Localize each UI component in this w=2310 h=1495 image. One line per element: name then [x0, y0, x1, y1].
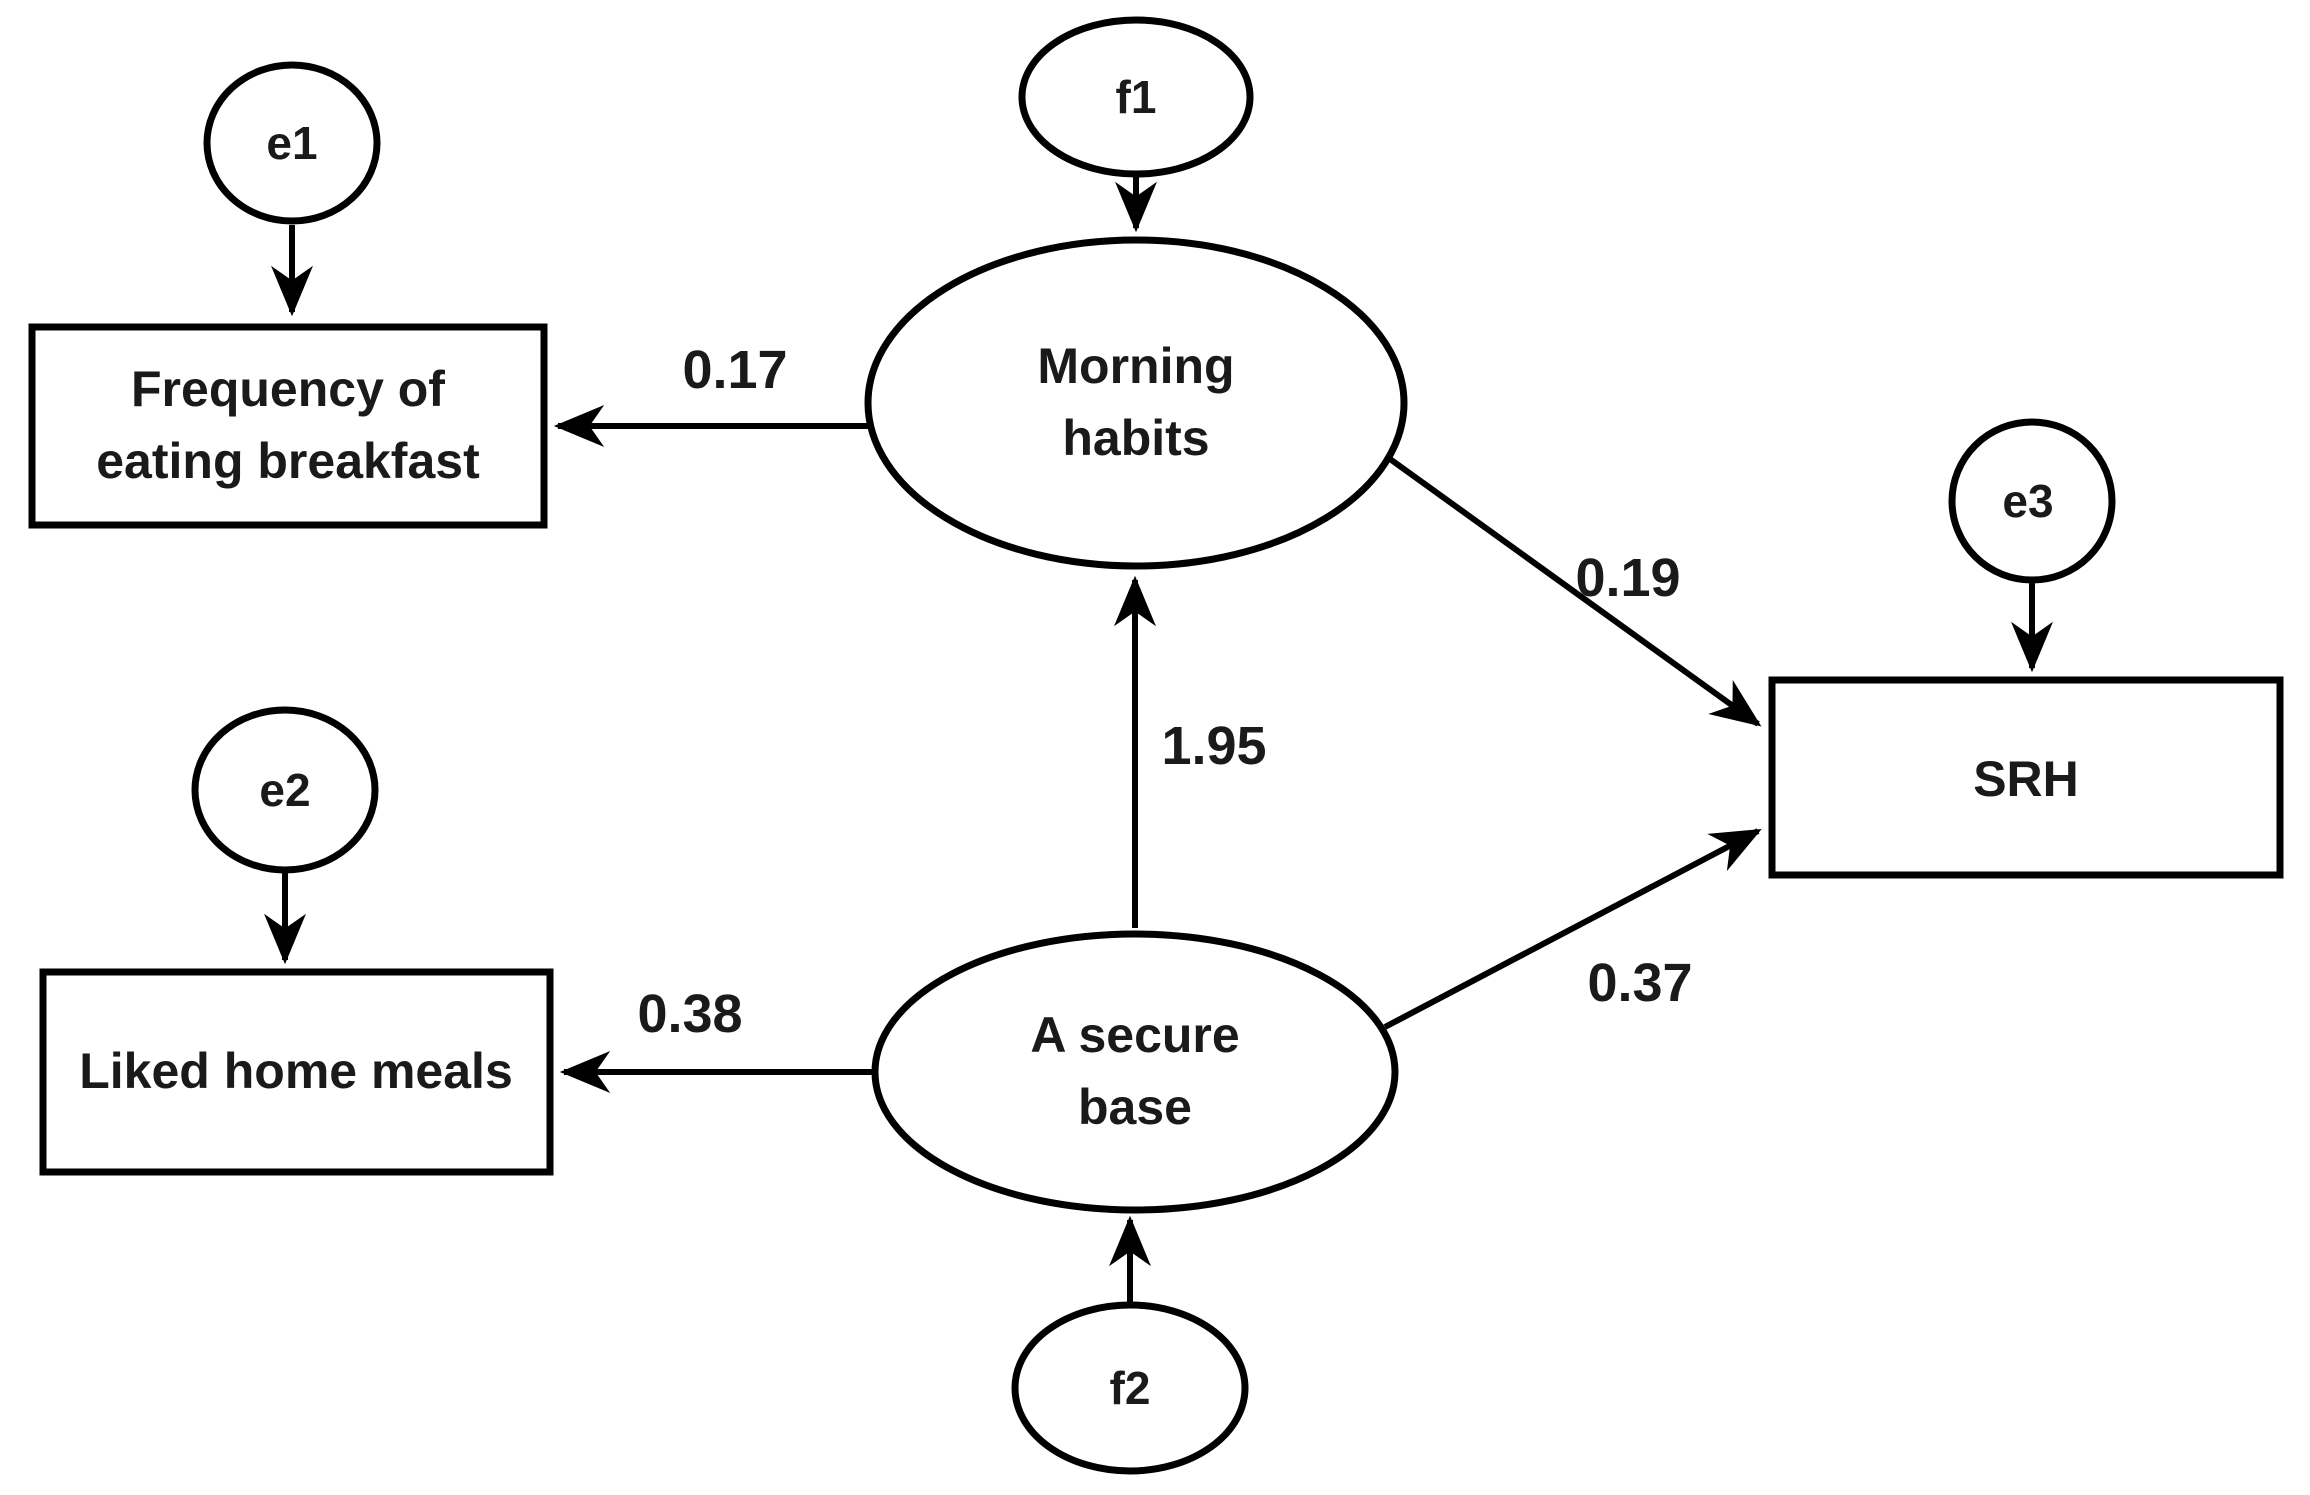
coef-morning-habits-to-srh: 0.19	[1575, 548, 1680, 608]
factor-f1-label: f1	[1116, 71, 1157, 123]
coef-secure-base-to-morning-habits: 1.95	[1161, 716, 1266, 776]
liked-home-meals-label: Liked home meals	[79, 1043, 513, 1099]
coef-secure-base-to-liked-home-meals: 0.38	[637, 984, 742, 1044]
observed-srh-box	[1768, 676, 2284, 879]
arrow-morning-habits-to-srh	[1388, 456, 1762, 727]
latent-morning-habits-ellipse	[864, 236, 1408, 570]
error-e2-label: e2	[259, 764, 310, 816]
observed-frequency-breakfast-box	[28, 323, 548, 529]
coef-secure-base-to-srh: 0.37	[1587, 953, 1692, 1013]
observed-liked-home-meals-box	[39, 968, 554, 1176]
morning-habits-label-line1: Morning	[1037, 338, 1234, 394]
srh-label: SRH	[1973, 751, 2079, 807]
coef-morning-habits-to-frequency-breakfast: 0.17	[682, 340, 787, 400]
frequency-breakfast-label-line2: eating breakfast	[96, 433, 480, 489]
morning-habits-label-line2: habits	[1062, 410, 1209, 466]
factor-f1-circle	[1018, 16, 1254, 178]
factor-f2-label: f2	[1110, 1362, 1151, 1414]
error-e3-circle	[1948, 418, 2116, 584]
secure-base-label-line1: A secure	[1030, 1007, 1239, 1063]
error-e1-label: e1	[266, 117, 317, 169]
frequency-breakfast-label-line1: Frequency of	[131, 361, 445, 417]
latent-secure-base-ellipse	[871, 930, 1399, 1214]
error-e2-circle	[191, 706, 379, 874]
error-e1-circle	[203, 61, 381, 225]
secure-base-label-line2: base	[1078, 1079, 1192, 1135]
factor-f2-circle	[1011, 1301, 1249, 1475]
arrow-secure-base-to-srh	[1383, 828, 1762, 1030]
error-e3-label: e3	[2002, 475, 2053, 527]
